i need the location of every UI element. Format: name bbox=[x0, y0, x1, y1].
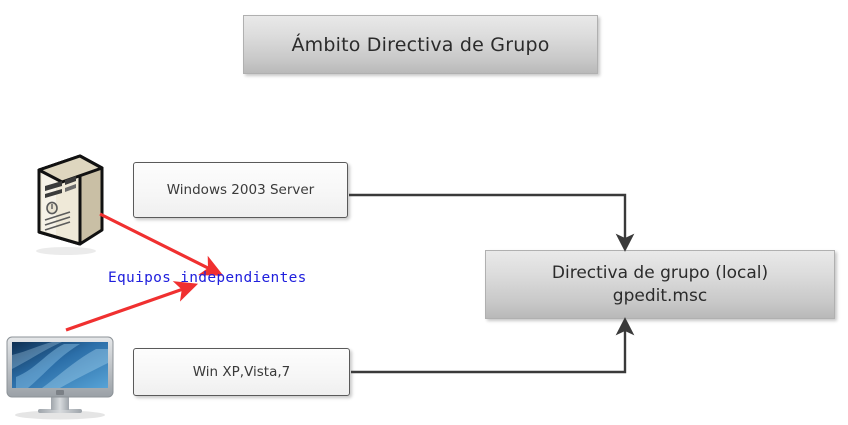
node-windows-2003-server: Windows 2003 Server bbox=[133, 162, 348, 218]
node-group-policy-line2: gpedit.msc bbox=[612, 285, 708, 306]
annotation-arrow-server bbox=[99, 212, 224, 276]
connector-server-to-gpo bbox=[349, 193, 635, 252]
node-win-xp-vista-7-label: Win XP,Vista,7 bbox=[192, 364, 291, 380]
annotation-arrow-client bbox=[65, 281, 199, 332]
connector-client-to-gpo bbox=[351, 317, 635, 374]
node-windows-2003-server-label: Windows 2003 Server bbox=[166, 182, 315, 198]
server-tower-icon bbox=[22, 152, 108, 256]
diagram-title-box: Ámbito Directiva de Grupo bbox=[243, 15, 598, 74]
diagram-title-label: Ámbito Directiva de Grupo bbox=[291, 33, 550, 56]
node-group-policy-local: Directiva de grupo (local) gpedit.msc bbox=[485, 250, 835, 319]
node-win-xp-vista-7: Win XP,Vista,7 bbox=[133, 348, 350, 396]
annotation-standalone-computers-label: Equipos independientes bbox=[108, 270, 307, 286]
desktop-monitor-icon bbox=[2, 333, 118, 421]
node-group-policy-line1: Directiva de grupo (local) bbox=[551, 262, 769, 283]
